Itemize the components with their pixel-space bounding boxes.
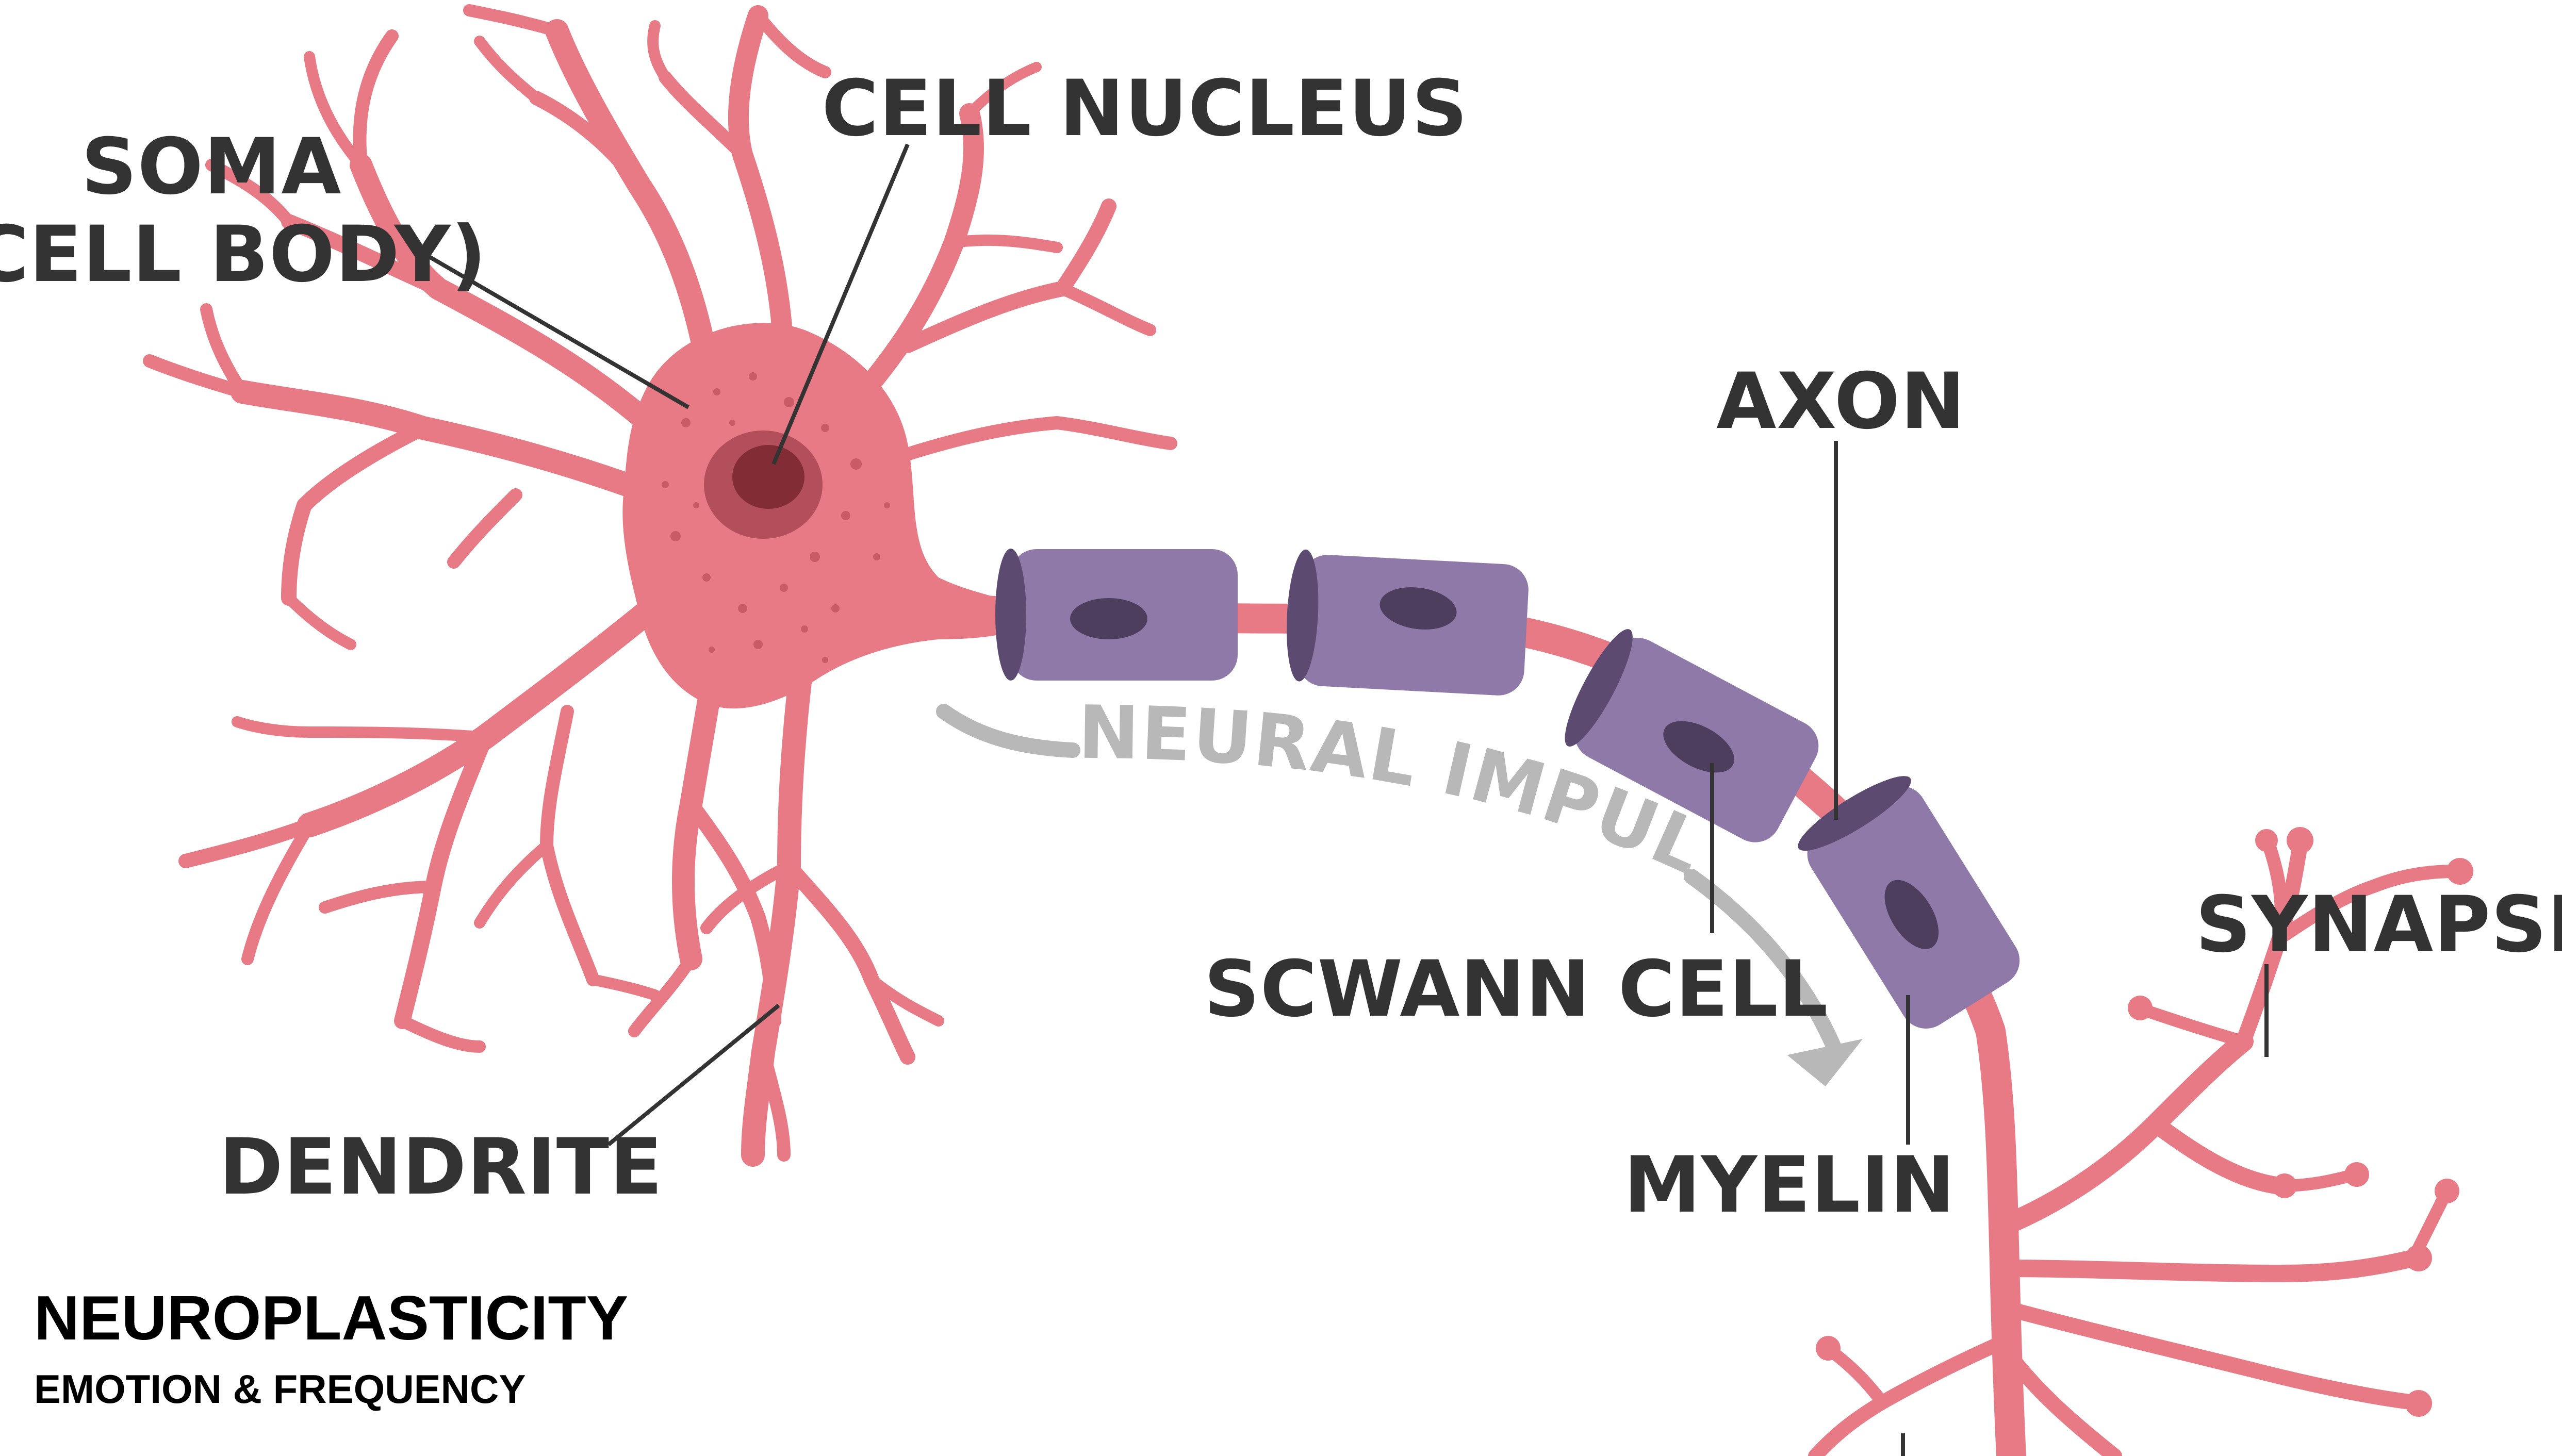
schwann-cell-2: [1284, 549, 1530, 697]
soma-label: SOMA: [81, 122, 342, 212]
myelin-label: MYELIN: [1623, 1140, 1955, 1230]
schwann-cell-label: SCWANN CELL: [1204, 945, 1829, 1034]
cell-nucleus-label: CELL NUCLEUS: [822, 64, 1468, 154]
soma-label-line-2: (CELL BODY): [0, 210, 487, 300]
axon-label: AXON: [1716, 357, 1965, 446]
synapse-label: SYNAPSE: [2195, 880, 2562, 970]
nucleolus: [732, 445, 804, 509]
diagram-labels: SOMA (CELL BODY) CELL NUCLEUS AXON SYNAP…: [0, 64, 2562, 1230]
dendrite-label: DENDRITE: [219, 1122, 663, 1212]
soma: [622, 323, 1031, 708]
page-subtitle: EMOTION & FREQUENCY: [34, 1369, 525, 1409]
page-title: NEUROPLASTICITY: [34, 1286, 628, 1349]
schwann-cell-1: [995, 549, 1238, 681]
